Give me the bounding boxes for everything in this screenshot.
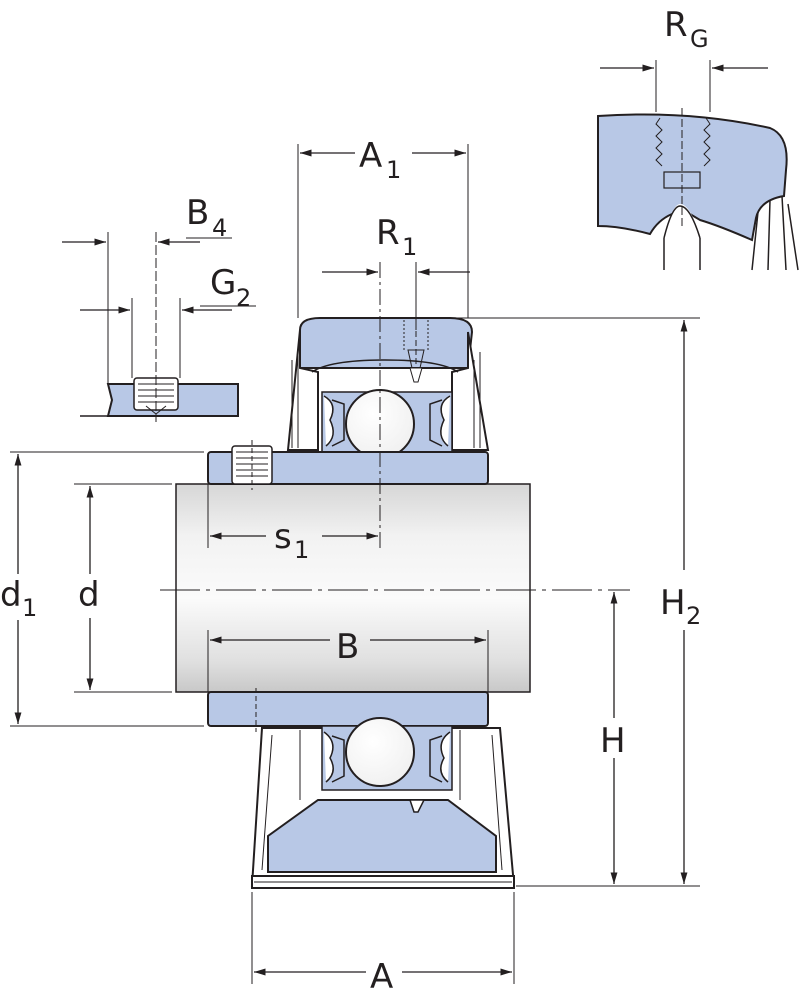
s1-subscript: 1 [294, 536, 309, 564]
d-label: d [78, 575, 100, 615]
r1-subscript: 1 [402, 233, 417, 261]
dim-r1 [322, 262, 470, 330]
dim-h2 [444, 317, 700, 887]
r1-label: R [376, 213, 400, 253]
dim-b [207, 630, 489, 692]
dim-a [251, 892, 515, 984]
h-label: H [600, 721, 626, 761]
thread-detail [597, 60, 799, 271]
b-label: B [336, 627, 359, 667]
h2-subscript: 2 [686, 602, 701, 630]
ball-lower [345, 717, 415, 787]
dim-d [74, 483, 172, 693]
g2-label: G [210, 263, 236, 303]
d1-subscript: 1 [22, 594, 37, 622]
bearing-lower [321, 717, 453, 813]
d1-label: d [0, 575, 22, 615]
s1-label: s [274, 517, 292, 557]
b4-subscript: 4 [212, 214, 227, 242]
b4-label: B [186, 193, 209, 233]
rg-subscript: G [690, 25, 709, 53]
collar-detail [62, 232, 256, 422]
rg-label: R [664, 5, 688, 45]
dim-a1 [297, 144, 469, 318]
a-label: A [370, 957, 393, 997]
grease-fitting [403, 320, 429, 383]
bearing-upper [321, 389, 453, 459]
g2-subscript: 2 [236, 284, 251, 312]
a1-subscript: 1 [386, 156, 401, 184]
a1-label: A [359, 136, 382, 176]
h2-label: H [660, 583, 686, 623]
dim-s1 [207, 484, 378, 548]
dim-d1 [10, 451, 204, 727]
center-lines [160, 262, 630, 591]
inner-ring-top [207, 440, 489, 490]
